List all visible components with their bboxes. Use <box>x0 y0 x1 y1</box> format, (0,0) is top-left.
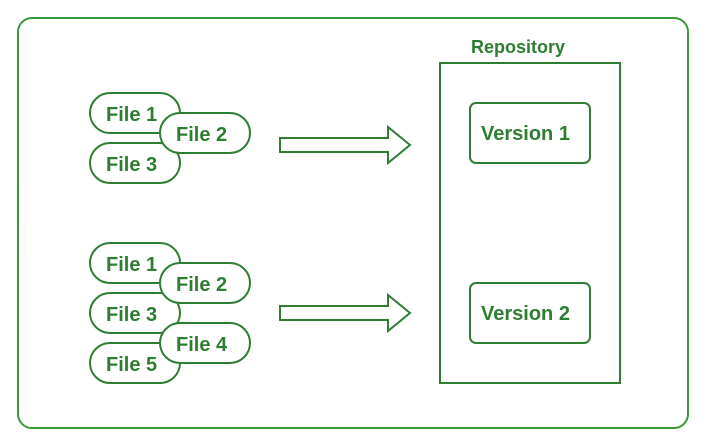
version-label: Version 2 <box>481 303 570 325</box>
file-label: File 3 <box>106 304 157 326</box>
file-group-2: File 1 File 3 File 5 File 2 File 4 <box>89 242 251 384</box>
file-label: File 5 <box>106 354 157 376</box>
file-pill <box>89 292 181 334</box>
file-label: File 2 <box>176 124 227 146</box>
version-label: Version 1 <box>481 123 570 145</box>
file-label: File 1 <box>106 104 157 126</box>
file-label: File 3 <box>106 154 157 176</box>
file-label: File 2 <box>176 274 227 296</box>
version-box <box>469 282 591 344</box>
file-pill <box>159 262 251 304</box>
file-pill <box>159 322 251 364</box>
file-pill <box>89 142 181 184</box>
file-label: File 4 <box>176 334 228 356</box>
file-label: File 1 <box>106 254 157 276</box>
arrow-right-icon <box>279 124 412 166</box>
file-group-1: File 1 File 3 File 2 <box>89 92 251 184</box>
file-pill <box>159 112 251 154</box>
version-box <box>469 102 591 164</box>
arrow-right-icon <box>279 292 412 334</box>
repository-title: Repository <box>471 37 565 57</box>
